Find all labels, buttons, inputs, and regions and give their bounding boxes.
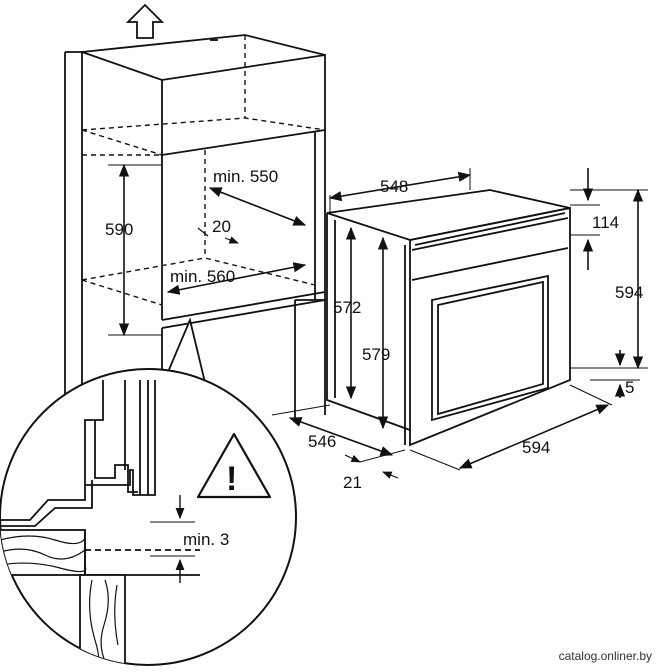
cabinet-depth-top-label: min. 550 <box>213 167 278 186</box>
oven-top-panel-label: 114 <box>592 213 619 232</box>
oven-depth-label: 548 <box>380 177 408 196</box>
oven-body-height-label: 579 <box>362 345 390 364</box>
cabinet-height-label: 590 <box>105 220 133 239</box>
oven-bottom-gap-label: 5 <box>625 378 634 397</box>
warning-triangle-icon: ! <box>196 432 272 499</box>
detail-magnifier: min. 3 ! <box>0 317 297 666</box>
oven-side-depth-label: 546 <box>308 432 336 451</box>
cabinet-depth-bottom-label: min. 560 <box>170 267 235 286</box>
oven-total-height-label: 594 <box>615 283 643 302</box>
warning-symbol: ! <box>226 460 237 498</box>
cabinet <box>64 34 326 420</box>
oven-width-label: 594 <box>522 438 550 457</box>
cabinet-gap-label: 20 <box>212 217 231 236</box>
clearance-label: min. 3 <box>183 530 229 549</box>
oven <box>326 189 571 447</box>
up-arrow-icon <box>125 3 165 39</box>
oven-front-depth-label: 21 <box>343 473 362 492</box>
watermark: catalog.onliner.by <box>558 649 652 663</box>
oven-front-height-label: 572 <box>333 298 361 317</box>
